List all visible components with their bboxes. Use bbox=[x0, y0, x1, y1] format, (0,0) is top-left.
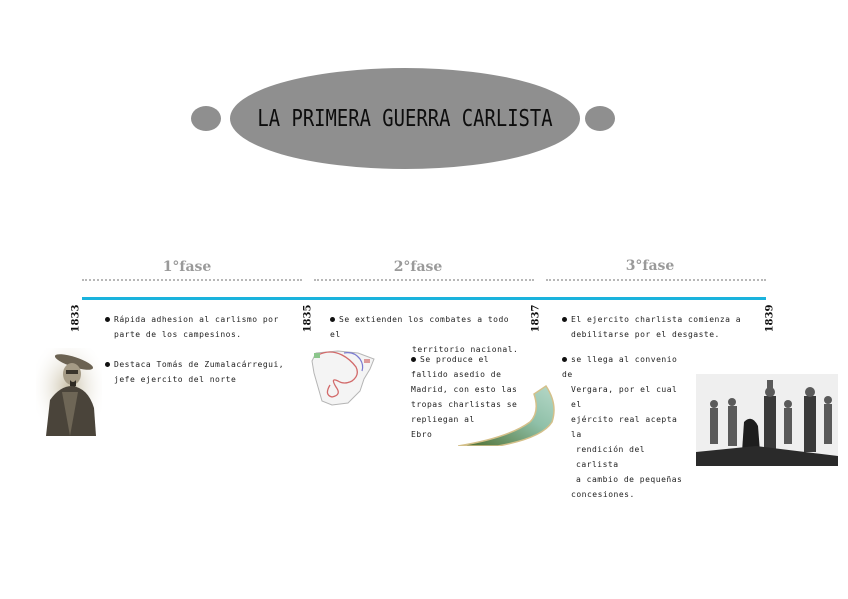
phase-1-label: 1°fase bbox=[162, 259, 212, 275]
bullet-icon bbox=[411, 357, 416, 362]
bullet-icon bbox=[330, 317, 335, 322]
phase2-event-1: Se extienden los combates a todo el terr… bbox=[330, 315, 519, 354]
ebro-river-image bbox=[458, 382, 566, 446]
phase-3-divider bbox=[546, 279, 766, 281]
phase1-event-2: Destaca Tomás de Zumalacárregui, jefe ej… bbox=[105, 357, 295, 387]
ebro-river-icon bbox=[458, 384, 555, 446]
year-1833: 1833 bbox=[70, 304, 82, 333]
vergara-soldiers-icon bbox=[696, 374, 838, 466]
bullet-icon bbox=[105, 362, 110, 367]
zumalacarregui-portrait-icon bbox=[36, 348, 102, 436]
bullet-icon bbox=[562, 357, 567, 362]
bullet-icon bbox=[562, 317, 567, 322]
year-1837: 1837 bbox=[530, 304, 542, 333]
portrait-image bbox=[36, 348, 102, 436]
phase-2-divider bbox=[314, 279, 534, 281]
title-ellipse: La Primera Guerra Carlista bbox=[230, 68, 580, 169]
page-title: La Primera Guerra Carlista bbox=[257, 105, 553, 132]
phase3-event-1: El ejercito charlista comienza a debilit… bbox=[562, 312, 762, 342]
spain-map-image bbox=[308, 345, 380, 411]
timeline-line bbox=[82, 297, 766, 300]
year-1839: 1839 bbox=[764, 304, 776, 333]
phase-2-label: 2°fase bbox=[393, 259, 443, 275]
title-right-dot bbox=[585, 106, 615, 131]
title-left-dot bbox=[191, 106, 221, 131]
phase2-event-2: Se produce el fallido asedio de Madrid, … bbox=[411, 355, 518, 439]
soldiers-image bbox=[696, 374, 838, 466]
phase-3-label: 3°fase bbox=[625, 258, 675, 274]
bullet-icon bbox=[105, 317, 110, 322]
phase-1-divider bbox=[82, 279, 302, 281]
spain-campaign-map-icon bbox=[311, 350, 375, 406]
year-1835: 1835 bbox=[302, 304, 314, 333]
phase3-event-2: se llega al convenio de Vergara, por el … bbox=[562, 355, 683, 499]
phase1-event-1: Rápida adhesion al carlismo por parte de… bbox=[105, 312, 295, 342]
